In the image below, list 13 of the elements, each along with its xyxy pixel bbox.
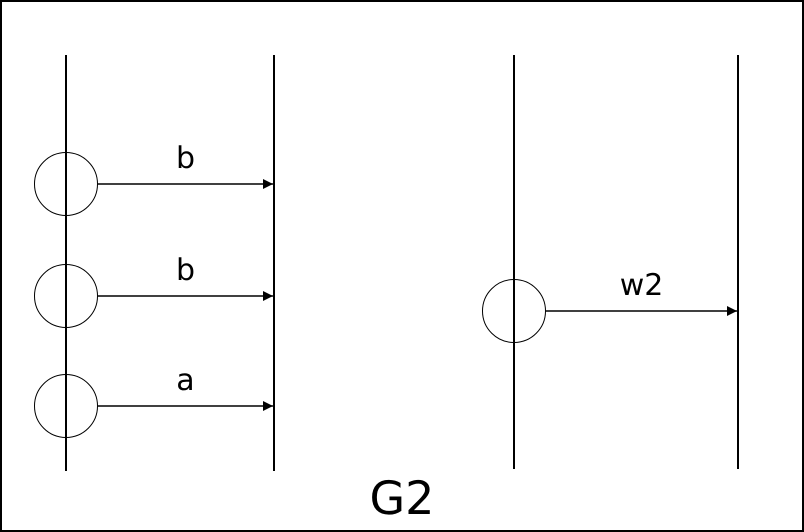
- lifeline: [737, 55, 739, 469]
- event-circle: [34, 152, 98, 216]
- event-circle: [482, 279, 546, 343]
- frame-label: G2: [370, 471, 434, 525]
- message-arrow: [546, 306, 737, 316]
- event-circle: [34, 374, 98, 438]
- message-arrow: [98, 401, 273, 411]
- lifeline: [513, 55, 515, 469]
- message-arrow: [98, 291, 273, 301]
- event-circle: [34, 264, 98, 328]
- message-arrow: [98, 179, 273, 189]
- lifeline: [273, 55, 275, 471]
- lifeline: [65, 55, 67, 471]
